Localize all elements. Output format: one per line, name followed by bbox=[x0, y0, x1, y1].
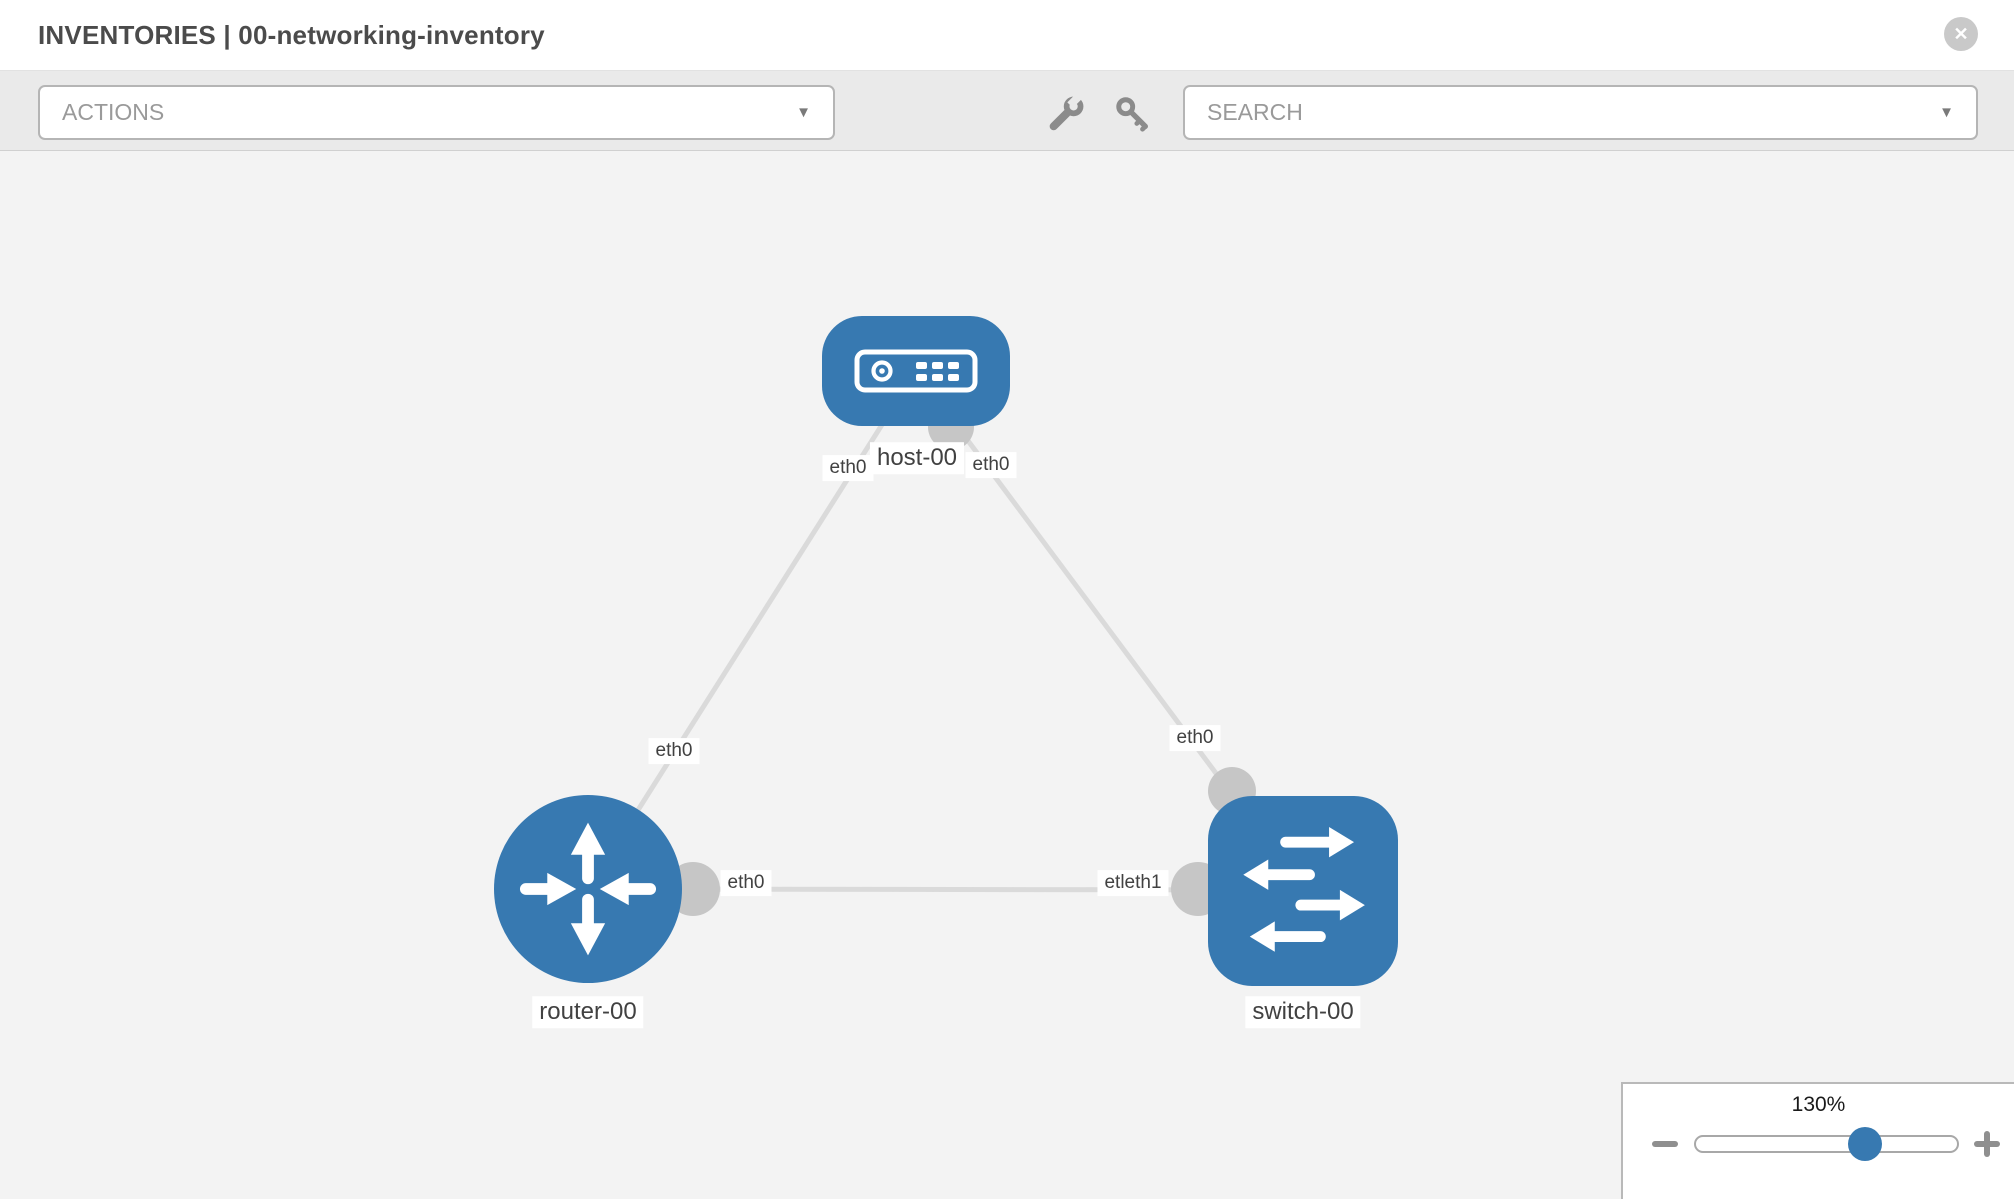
node-router[interactable] bbox=[494, 795, 682, 983]
node-label-router: router-00 bbox=[532, 996, 644, 1028]
actions-dropdown-label: ACTIONS bbox=[62, 99, 165, 125]
interface-label: eth0 bbox=[648, 738, 700, 764]
node-label-host: host-00 bbox=[869, 442, 965, 474]
host-icon bbox=[854, 349, 978, 393]
node-label-switch: switch-00 bbox=[1245, 996, 1361, 1028]
toolbar: ACTIONS ▼ bbox=[0, 71, 2014, 151]
search-dropdown-label: SEARCH bbox=[1207, 99, 1303, 125]
close-button[interactable]: ✕ bbox=[1944, 17, 1978, 51]
links-layer bbox=[585, 369, 1306, 916]
key-button[interactable] bbox=[1114, 95, 1152, 133]
key-icon bbox=[1116, 97, 1148, 132]
header: INVENTORIES | 00-networking-inventory ✕ bbox=[0, 0, 2014, 71]
interface-label: eth0 bbox=[1169, 725, 1221, 751]
interface-label: etleth1 bbox=[1097, 870, 1169, 896]
interface-label: eth0 bbox=[720, 870, 772, 896]
chevron-down-icon: ▼ bbox=[796, 104, 811, 121]
topology-canvas[interactable]: host-00 router-00 switch-00 eth0 eth0 et… bbox=[0, 151, 2014, 1199]
zoom-out-button[interactable] bbox=[1648, 1128, 1682, 1160]
switch-icon bbox=[1243, 826, 1365, 952]
wrench-icon bbox=[1049, 96, 1084, 131]
zoom-panel: 130% bbox=[1621, 1082, 2014, 1199]
minus-icon bbox=[1652, 1141, 1678, 1147]
zoom-in-button[interactable] bbox=[1970, 1128, 2004, 1160]
configure-button[interactable] bbox=[1047, 95, 1085, 133]
close-icon: ✕ bbox=[1953, 23, 1969, 44]
router-icon bbox=[519, 822, 657, 956]
actions-dropdown[interactable]: ACTIONS ▼ bbox=[38, 85, 835, 140]
page-title: INVENTORIES | 00-networking-inventory bbox=[38, 20, 545, 50]
node-switch[interactable] bbox=[1208, 796, 1398, 986]
search-dropdown[interactable]: SEARCH ▼ bbox=[1183, 85, 1978, 140]
node-host[interactable] bbox=[822, 316, 1010, 426]
interface-label: eth0 bbox=[822, 455, 874, 481]
plus-icon bbox=[1974, 1131, 2000, 1157]
zoom-level: 130% bbox=[1791, 1093, 1846, 1116]
zoom-slider-handle[interactable] bbox=[1848, 1127, 1882, 1161]
interface-label: eth0 bbox=[965, 452, 1017, 478]
zoom-slider-track[interactable] bbox=[1694, 1135, 1959, 1153]
chevron-down-icon: ▼ bbox=[1939, 104, 1954, 121]
